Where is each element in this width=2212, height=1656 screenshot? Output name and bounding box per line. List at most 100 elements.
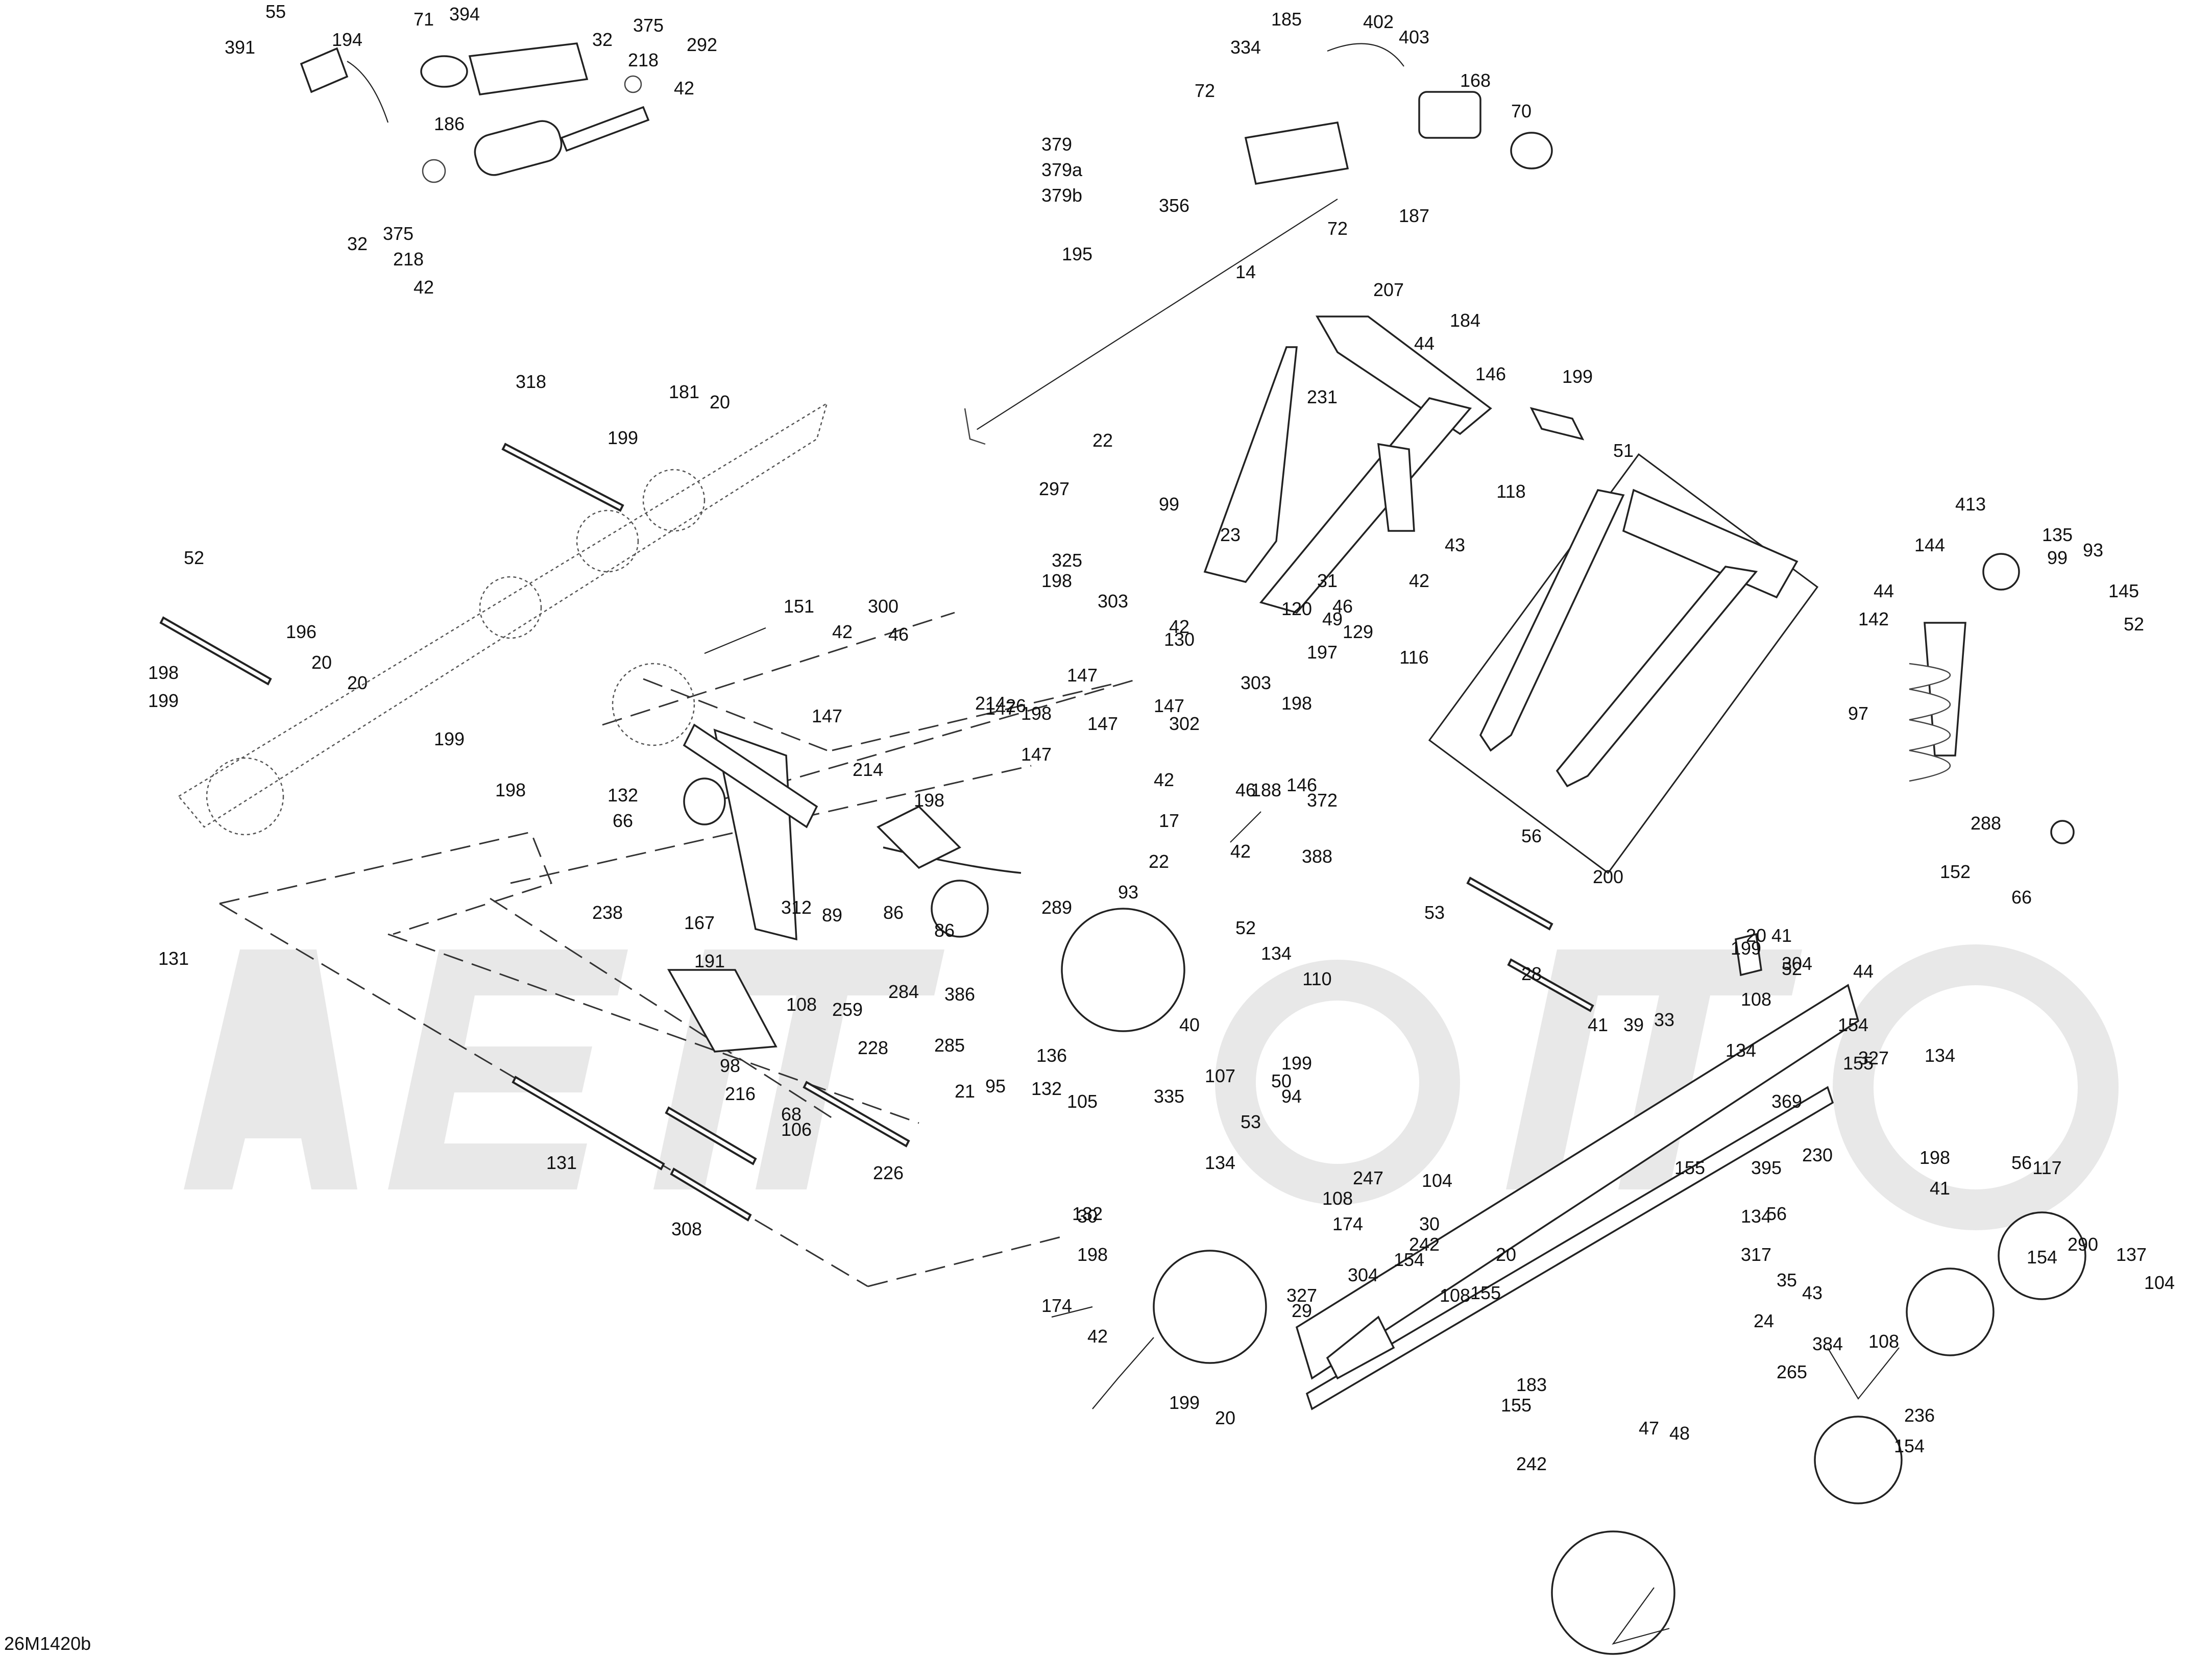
callout-207: 384 bbox=[1812, 1333, 1843, 1354]
callout-76: 147 bbox=[1021, 744, 1052, 765]
callout-95: 388 bbox=[1302, 846, 1332, 867]
callout-32: 184 bbox=[1450, 310, 1480, 331]
callout-91: 17 bbox=[1159, 810, 1179, 831]
callout-34: 199 bbox=[1562, 366, 1593, 387]
callout-84: 116 bbox=[1399, 647, 1428, 668]
callout-165: 155 bbox=[1843, 1053, 1874, 1074]
callout-169: 134 bbox=[1725, 1040, 1756, 1061]
callout-150: 56 bbox=[1521, 825, 1542, 846]
callout-157: 199 bbox=[1731, 938, 1761, 959]
callout-87: 42 bbox=[1169, 616, 1189, 637]
callout-97: 93 bbox=[1118, 882, 1138, 903]
callout-215: 242 bbox=[1516, 1453, 1547, 1474]
callout-148: 53 bbox=[1241, 1111, 1261, 1132]
callout-70: 214 bbox=[975, 693, 1006, 714]
callout-22: 379 bbox=[1041, 134, 1072, 155]
callout-193: 30 bbox=[1077, 1206, 1098, 1227]
callout-178: 154 bbox=[2027, 1247, 2057, 1268]
callout-80: 198 bbox=[1281, 693, 1312, 714]
callout-77: 147 bbox=[1087, 713, 1118, 734]
callout-0: 55 bbox=[265, 1, 286, 22]
callout-214: 48 bbox=[1669, 1423, 1690, 1444]
callout-23: 379a bbox=[1041, 159, 1083, 180]
callout-8: 292 bbox=[687, 34, 717, 55]
callout-98: 413 bbox=[1955, 494, 1986, 515]
callout-106: 52 bbox=[2124, 614, 2144, 635]
callout-195: 42 bbox=[1087, 1326, 1108, 1347]
callout-181: 108 bbox=[1322, 1188, 1353, 1209]
callout-122: 386 bbox=[944, 984, 975, 1005]
callout-96: 22 bbox=[1149, 851, 1169, 872]
callout-117: 167 bbox=[684, 912, 715, 933]
callout-35: 231 bbox=[1307, 386, 1338, 407]
callout-134: 199 bbox=[1281, 1053, 1312, 1074]
callout-61: 46 bbox=[888, 624, 909, 645]
callout-43: 42 bbox=[1409, 570, 1429, 591]
callout-5: 32 bbox=[592, 29, 613, 50]
callout-155: 39 bbox=[1623, 1014, 1644, 1035]
callout-37: 297 bbox=[1039, 478, 1069, 499]
callout-116: 289 bbox=[1041, 897, 1072, 918]
callout-93: 42 bbox=[1230, 841, 1251, 862]
callout-33: 146 bbox=[1475, 363, 1506, 384]
callout-196: 199 bbox=[1169, 1392, 1200, 1413]
callout-19: 168 bbox=[1460, 70, 1491, 91]
callout-205: 24 bbox=[1754, 1310, 1774, 1331]
callout-127: 21 bbox=[955, 1081, 975, 1102]
callout-67: 130 bbox=[1164, 629, 1195, 650]
callout-65: 303 bbox=[1098, 591, 1128, 612]
callout-94: 372 bbox=[1307, 790, 1338, 811]
callout-156: 33 bbox=[1654, 1009, 1674, 1030]
callout-55: 199 bbox=[434, 728, 465, 749]
callout-30: 207 bbox=[1373, 279, 1404, 300]
callout-121: 284 bbox=[888, 981, 919, 1002]
callout-86: 49 bbox=[1322, 608, 1343, 629]
callout-141: 131 bbox=[546, 1152, 577, 1173]
electronic-module-assembly bbox=[964, 43, 1553, 445]
callout-31: 44 bbox=[1414, 333, 1435, 354]
callout-78: 302 bbox=[1169, 713, 1200, 734]
callout-200: 137 bbox=[2116, 1244, 2147, 1265]
callout-194: 198 bbox=[1077, 1244, 1108, 1265]
callout-110: 66 bbox=[2011, 887, 2032, 908]
callout-135: 50 bbox=[1271, 1070, 1292, 1091]
callout-173: 134 bbox=[1741, 1206, 1771, 1227]
callout-138: 68 bbox=[781, 1104, 801, 1125]
callout-85: 197 bbox=[1307, 642, 1338, 663]
callout-1: 394 bbox=[449, 4, 480, 25]
callout-151: 200 bbox=[1593, 866, 1623, 887]
drawing-number: 26M1420b bbox=[4, 1633, 91, 1654]
callout-203: 35 bbox=[1777, 1270, 1797, 1290]
callout-186: 304 bbox=[1348, 1264, 1378, 1285]
callout-103: 44 bbox=[1874, 580, 1894, 601]
callout-114: 86 bbox=[883, 902, 904, 923]
callout-184: 30 bbox=[1419, 1213, 1440, 1234]
callout-36: 22 bbox=[1092, 430, 1113, 451]
callout-109: 152 bbox=[1940, 861, 1971, 882]
callout-74: 198 bbox=[914, 790, 944, 811]
front-arm-frame bbox=[1203, 315, 1585, 614]
callout-29: 195 bbox=[1062, 243, 1092, 264]
callout-101: 99 bbox=[2047, 547, 2068, 568]
callout-44: 51 bbox=[1613, 440, 1634, 461]
callout-119: 108 bbox=[786, 994, 817, 1015]
callout-168: 369 bbox=[1771, 1091, 1802, 1112]
callout-63: 325 bbox=[1052, 550, 1082, 571]
callout-79: 303 bbox=[1241, 672, 1271, 693]
callout-75: 198 bbox=[1021, 703, 1052, 724]
callout-162: 304 bbox=[1782, 953, 1812, 974]
callout-171: 395 bbox=[1751, 1157, 1782, 1178]
callout-59: 151 bbox=[784, 596, 814, 617]
callout-40: 23 bbox=[1220, 524, 1241, 545]
callout-13: 218 bbox=[393, 249, 424, 270]
callout-175: 198 bbox=[1919, 1147, 1950, 1168]
callout-129: 132 bbox=[1031, 1078, 1062, 1099]
callout-90: 120 bbox=[1281, 598, 1312, 619]
callout-132: 107 bbox=[1205, 1065, 1235, 1086]
callout-145: 134 bbox=[1261, 943, 1292, 964]
callout-204: 43 bbox=[1802, 1282, 1822, 1303]
callout-130: 105 bbox=[1067, 1091, 1098, 1112]
callout-12: 375 bbox=[383, 223, 414, 244]
callout-39: 118 bbox=[1496, 481, 1525, 502]
callout-89: 129 bbox=[1343, 621, 1373, 642]
